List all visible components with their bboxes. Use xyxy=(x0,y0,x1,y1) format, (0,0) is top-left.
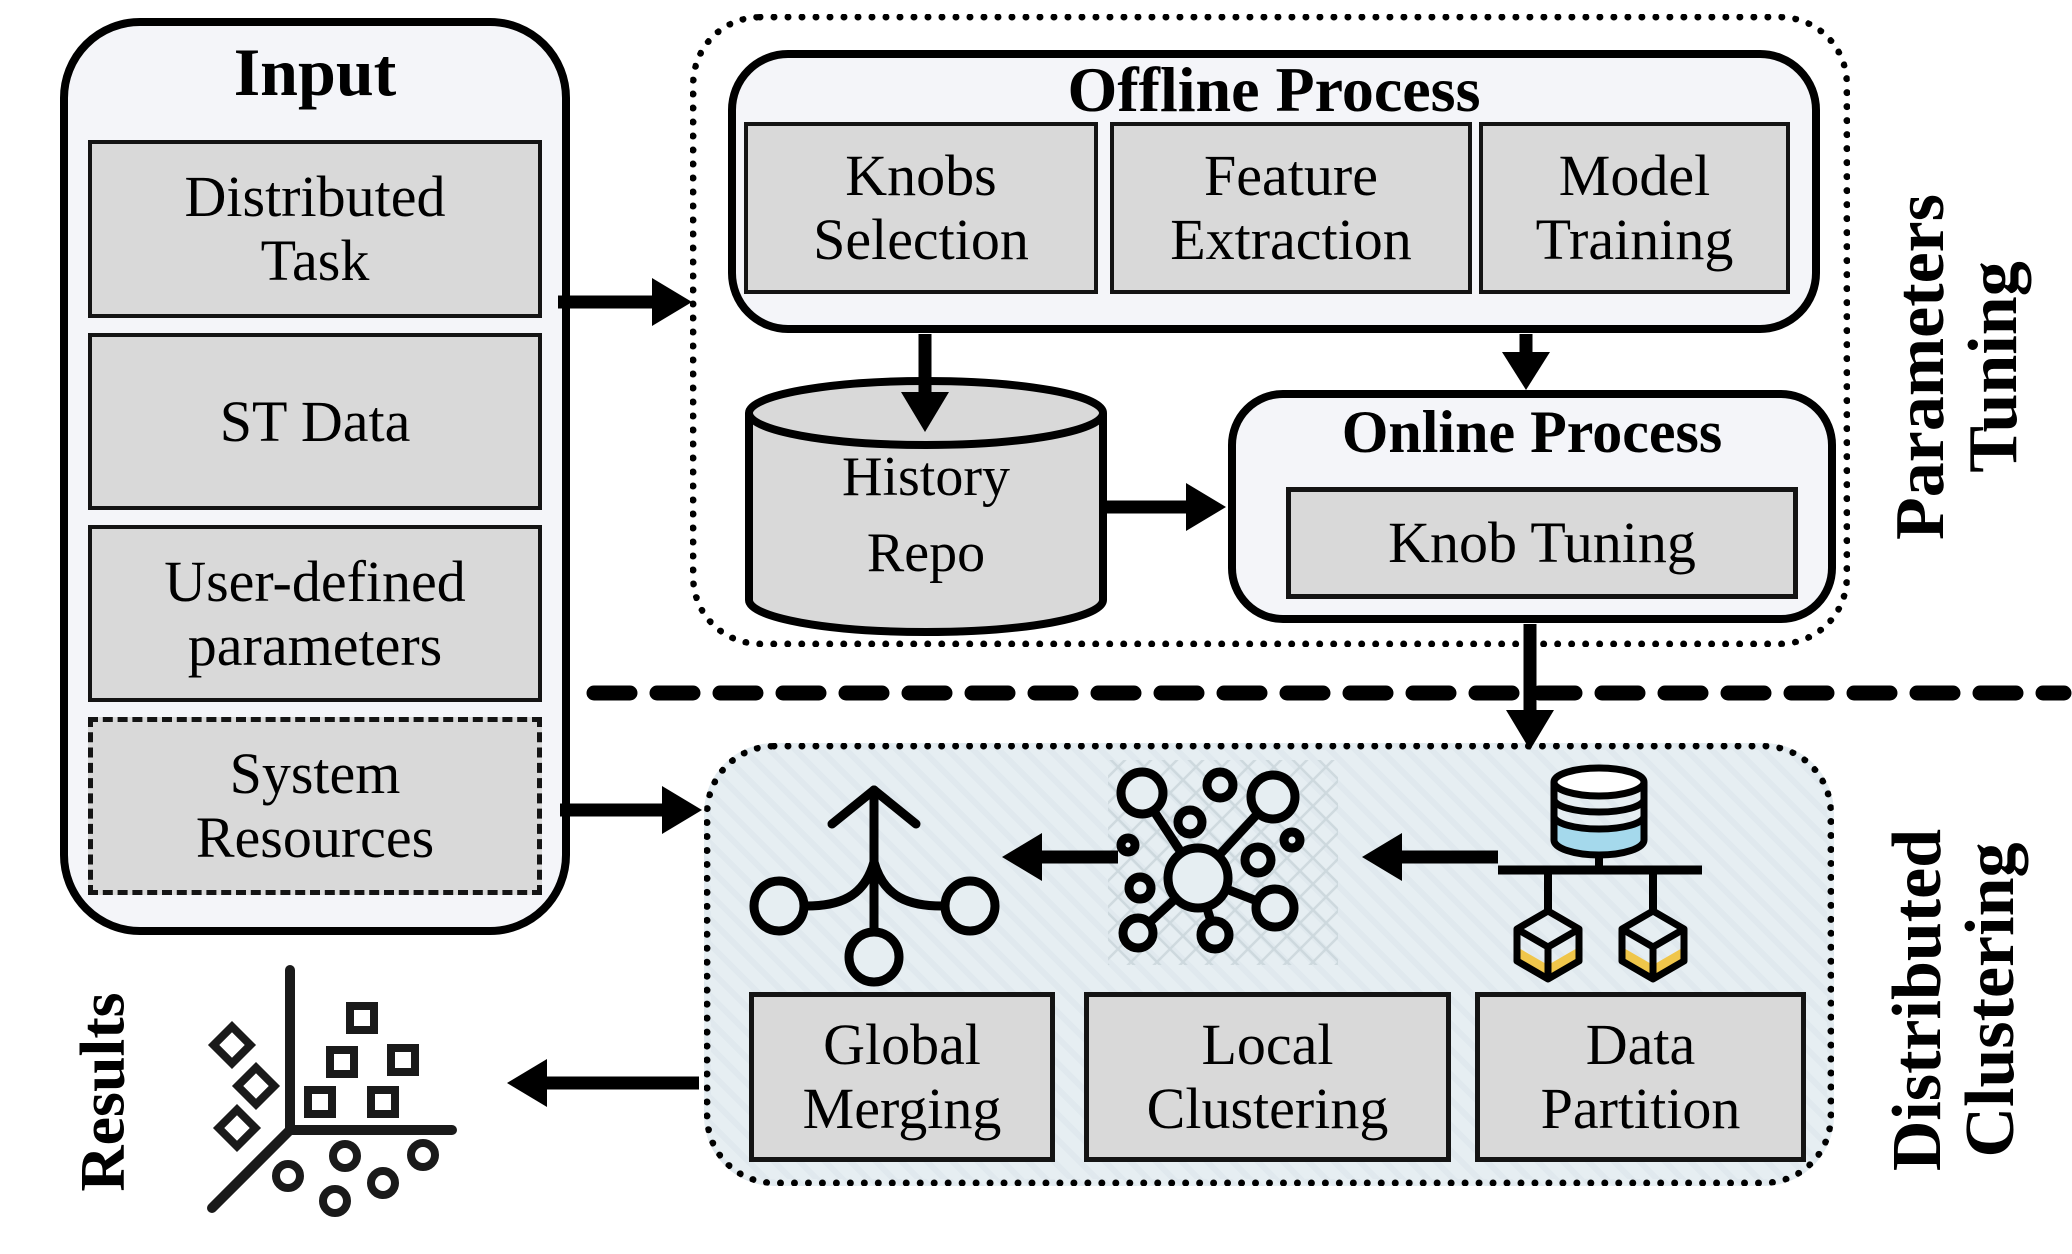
cluster-step-local-clustering: Local Clustering xyxy=(1084,992,1451,1162)
label-line: Extraction xyxy=(1170,207,1412,272)
parameters-tuning-container xyxy=(690,14,1850,647)
label-line: Data xyxy=(1585,1012,1696,1078)
arrow-input-to-offline xyxy=(558,278,692,326)
label-line: Distributed xyxy=(1879,828,1957,1172)
label-line: Selection xyxy=(813,207,1029,272)
label-line: Parameters xyxy=(1882,194,1960,540)
label-line: Feature xyxy=(1204,143,1378,209)
label-line: Model xyxy=(1558,143,1711,209)
label-line: User-defined xyxy=(164,548,466,614)
input-item-user-defined-parameters: User-defined parameters xyxy=(88,525,542,702)
label-line: parameters xyxy=(187,612,443,678)
offline-step-knobs-selection: Knobs Selection xyxy=(744,122,1098,294)
cluster-step-data-partition: Data Partition xyxy=(1475,992,1806,1162)
input-item-system-resources: System Resources xyxy=(88,717,542,895)
label-line: Training xyxy=(1535,207,1734,272)
cluster-step-global-merging: Global Merging xyxy=(749,992,1055,1162)
offline-step-feature-extraction: Feature Extraction xyxy=(1110,122,1472,294)
label-line: Clustering xyxy=(1146,1076,1389,1141)
arrow-system-resources-to-distributed-clustering xyxy=(560,786,702,834)
scatter-plot-3d-axes-icon xyxy=(207,965,457,1217)
label-line: Distributed xyxy=(184,164,446,230)
label-line: Tuning xyxy=(1955,261,2032,473)
label-line: Global xyxy=(823,1012,981,1078)
history-repo-label: History Repo xyxy=(760,440,1092,591)
label-line: History xyxy=(842,446,1010,508)
label-line: Merging xyxy=(802,1076,1002,1141)
label-line: Local xyxy=(1201,1012,1334,1078)
results-label: Results xyxy=(66,992,138,1192)
section-label-parameters-tuning: Parameters Tuning xyxy=(1882,194,2032,540)
label-line: Partition xyxy=(1540,1076,1741,1141)
label-line: Knob Tuning xyxy=(1388,510,1696,576)
label-line: Task xyxy=(260,228,370,293)
label-line: ST Data xyxy=(219,388,411,454)
label-line: System xyxy=(229,741,401,807)
section-label-distributed-clustering: Distributed Clustering xyxy=(1879,828,2029,1172)
input-item-distributed-task: Distributed Task xyxy=(88,140,542,318)
label-line: Resources xyxy=(195,805,435,870)
input-item-st-data: ST Data xyxy=(88,333,542,510)
offline-process-title: Offline Process xyxy=(1067,54,1481,125)
online-process-title: Online Process xyxy=(1341,399,1723,465)
label-line: Clustering xyxy=(1952,842,2029,1158)
offline-step-model-training: Model Training xyxy=(1479,122,1790,294)
label-line: Repo xyxy=(866,521,986,584)
label-line: Results xyxy=(66,992,138,1192)
label-line: Knobs xyxy=(845,143,997,209)
arrow-distributed-clustering-to-results xyxy=(507,1059,699,1107)
input-title: Input xyxy=(233,34,397,110)
online-step-knob-tuning: Knob Tuning xyxy=(1286,487,1798,599)
